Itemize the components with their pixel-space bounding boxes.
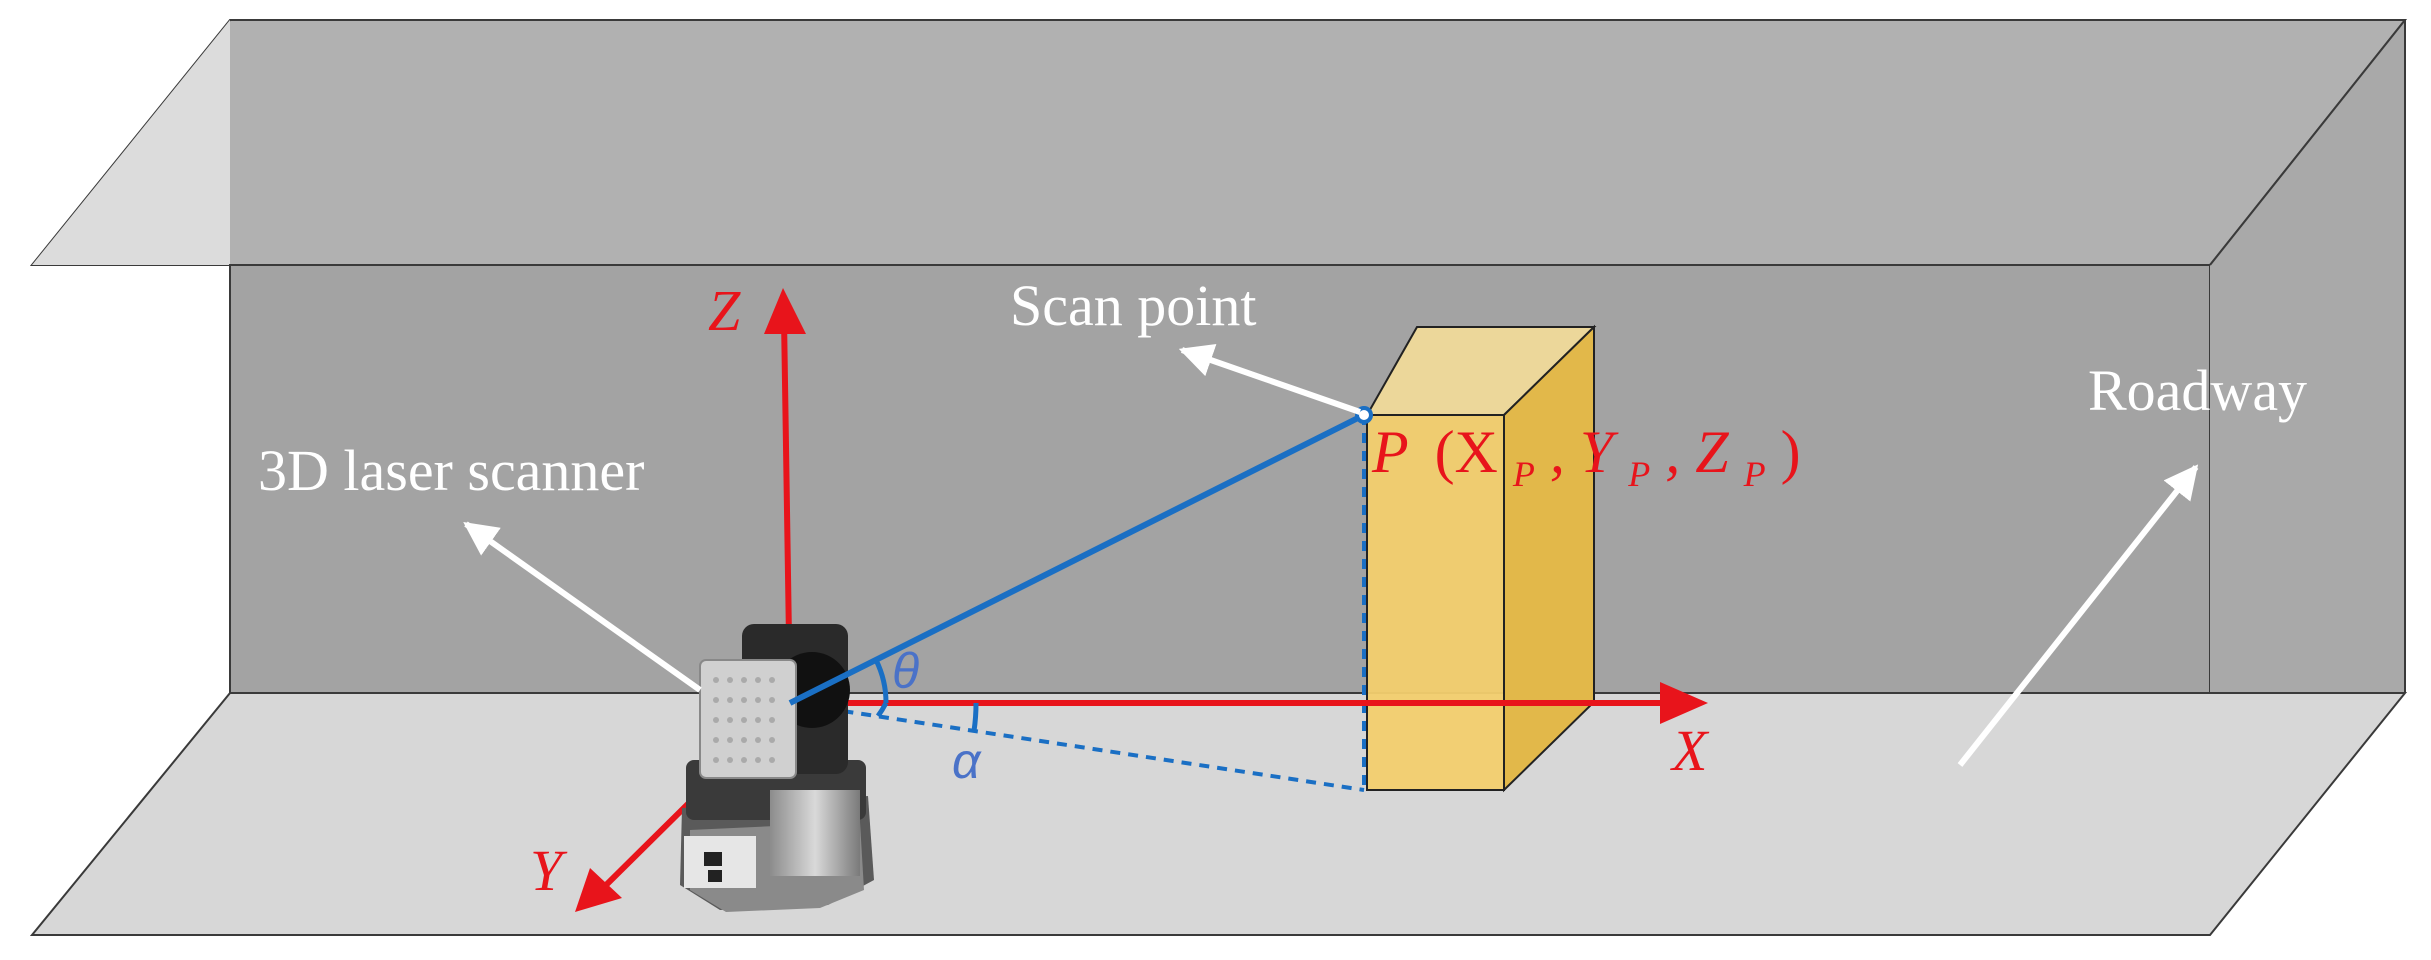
- projection-lines: [789, 415, 1366, 792]
- y-axis-arrowhead: [575, 868, 622, 912]
- x-axis-label: X: [1670, 718, 1710, 783]
- roadway-tunnel: [29, 19, 2408, 936]
- theta-arc-lower: [875, 701, 889, 718]
- laser-scanner-device: [680, 624, 874, 912]
- right-end-face: [2210, 20, 2405, 693]
- point-coordinates-label: P (X P , Y P , Z P ): [1371, 419, 1801, 499]
- theta-arc: [873, 658, 889, 704]
- alpha-arc: [971, 702, 979, 732]
- coord-close: ): [1781, 419, 1801, 485]
- scan-point-marker: [1355, 406, 1373, 424]
- theta-label: θ: [892, 643, 919, 699]
- sub-yp: P: [1627, 454, 1650, 494]
- roadway-direction-arrow: [1957, 464, 2199, 767]
- obstacle-box: [1365, 324, 1597, 793]
- coord-comma-y: , Y: [1550, 419, 1619, 485]
- scan-point-label: Scan point: [1010, 273, 1256, 338]
- back-wall: [229, 264, 2211, 694]
- scan-point-pointer-arrow: [1178, 344, 1361, 415]
- floor-plane: [29, 692, 2408, 936]
- sub-zp: P: [1743, 454, 1766, 494]
- floor-projection: [789, 701, 1365, 792]
- scanner-label: 3D laser scanner: [258, 438, 645, 503]
- roadway-label: Roadway: [2088, 358, 2307, 423]
- alpha-label: α: [952, 733, 982, 789]
- z-axis-arrowhead: [764, 288, 806, 334]
- left-end-face: [32, 20, 230, 265]
- scanner-pointer-arrow: [463, 521, 702, 693]
- point-P: P: [1371, 419, 1408, 485]
- laser-ray: [788, 412, 1366, 706]
- ceiling-plane: [29, 19, 2408, 266]
- pointer-arrows: [463, 344, 2199, 767]
- coord-comma-z: , Z: [1665, 419, 1729, 485]
- coord-open: (X: [1435, 419, 1498, 485]
- z-axis-label: Z: [708, 278, 741, 343]
- sub-xp: P: [1512, 454, 1535, 494]
- x-axis-arrowhead: [1660, 682, 1708, 724]
- y-axis-label: Y: [530, 838, 568, 903]
- box-front-face: [1366, 414, 1505, 791]
